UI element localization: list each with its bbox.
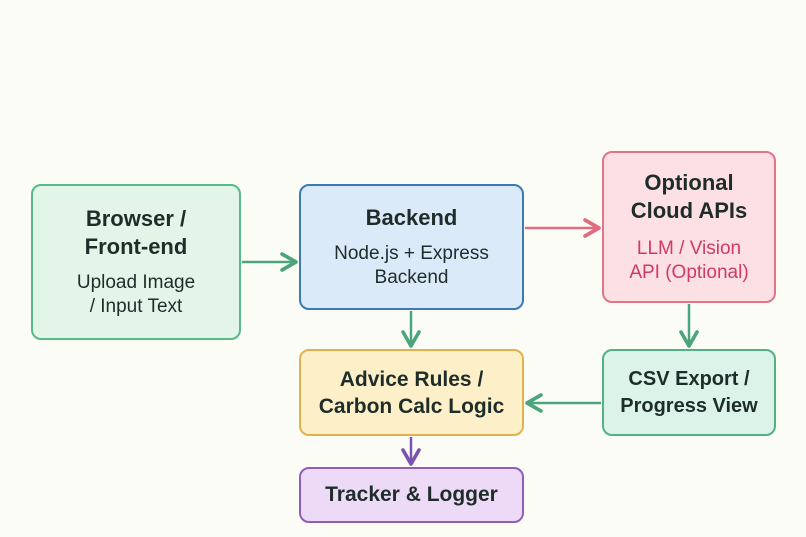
node-backend-title: Backend <box>365 205 458 230</box>
node-backend-subtitle: Node.js + Express Backend <box>334 243 489 288</box>
node-browser-title: Browser / Front-end <box>84 206 188 259</box>
node-tracker-logger: Tracker & Logger <box>299 467 524 523</box>
node-browser-frontend: Browser / Front-end Upload Image / Input… <box>31 184 241 340</box>
node-advice-rules: Advice Rules / Carbon Calc Logic <box>299 349 524 436</box>
node-tracker-title: Tracker & Logger <box>325 483 498 506</box>
node-backend: Backend Node.js + Express Backend <box>299 184 524 310</box>
node-cloud-title: Optional Cloud APIs <box>630 170 748 223</box>
node-cloud-subtitle: LLM / Vision API (Optional) <box>629 238 749 283</box>
node-browser-subtitle: Upload Image / Input Text <box>76 272 196 317</box>
node-advice-title: Advice Rules / Carbon Calc Logic <box>318 367 505 418</box>
node-csv-title: CSV Export / Progress View <box>620 367 758 417</box>
node-optional-cloud-apis: Optional Cloud APIs LLM / Vision API (Op… <box>602 151 776 303</box>
node-csv-export: CSV Export / Progress View <box>602 349 776 436</box>
